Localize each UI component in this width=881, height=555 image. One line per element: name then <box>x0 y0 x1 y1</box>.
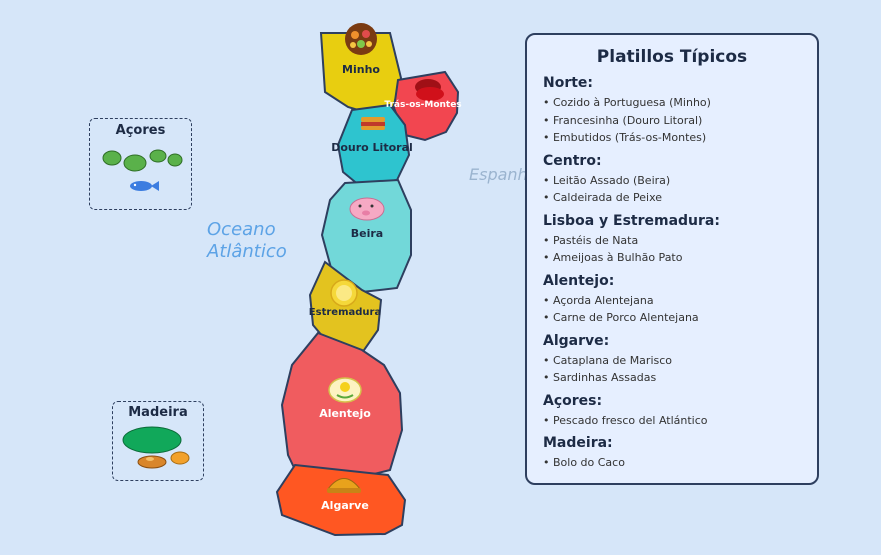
pastel-de-nata-icon <box>330 279 358 307</box>
fish-icon <box>130 181 159 191</box>
embutidos-icon <box>415 79 444 101</box>
legend-item: • Francesinha (Douro Litoral) <box>543 113 703 127</box>
legend-section-algarve: Algarve: • Cataplana de Marisco • Sardin… <box>527 333 817 387</box>
region-label-beira: Beira <box>351 227 383 240</box>
madeira-islands <box>122 426 190 465</box>
legend-section-title: Centro: <box>543 152 602 169</box>
legend-title: Platillos Típicos <box>596 47 748 67</box>
legend-item: • Pescado fresco del Atlántico <box>543 413 708 427</box>
acores-title: Açores <box>115 123 166 138</box>
madeira-box: Madeira <box>112 401 204 481</box>
legend-item: • Caldeirada de Peixe <box>543 191 663 204</box>
region-label-tras-os-montes: Trás-os-Montes <box>384 100 461 110</box>
region-label-algarve: Algarve <box>321 499 369 512</box>
region-label-minho: Minho <box>342 63 380 76</box>
legend-section-norte: Norte: • Cozido à Portuguesa (Minho) • F… <box>527 75 817 147</box>
legend-section-title: Norte: <box>543 75 594 91</box>
legend-section-acores: Açores: • Pescado fresco del Atlántico <box>527 393 817 430</box>
legend-item: • Bolo do Caco <box>543 456 625 469</box>
legend-section-title: Lisboa y Estremadura: <box>543 212 720 229</box>
legend-section-title: Madeira: <box>543 435 613 451</box>
legend-section-lisboa: Lisboa y Estremadura: • Pastéis de Nata … <box>527 213 817 267</box>
legend-item: • Ameijoas à Bulhão Pato <box>543 251 683 264</box>
region-label-alentejo: Alentejo <box>319 407 371 420</box>
legend-item: • Cozido à Portuguesa (Minho) <box>543 96 711 109</box>
bolo-do-caco-icon <box>137 455 167 469</box>
legend-item: • Pastéis de Nata <box>543 233 639 247</box>
madeira-title: Madeira <box>128 405 188 420</box>
cozido-icon <box>345 23 377 55</box>
acores-islands <box>102 149 183 172</box>
region-algarve[interactable] <box>275 463 407 537</box>
francesinha-icon <box>361 117 385 130</box>
legend-section-centro: Centro: • Leitão Assado (Beira) • Caldei… <box>527 153 817 207</box>
acores-box: Açores <box>89 118 192 210</box>
legend-item: • Sardinhas Assadas <box>543 371 657 384</box>
legend-item: • Leitão Assado (Beira) <box>543 173 671 187</box>
region-label-douro-litoral: Douro Litoral <box>331 141 413 154</box>
leitao-icon <box>349 197 385 221</box>
legend-item: • Açorda Alentejana <box>543 293 654 307</box>
legend-item: • Carne de Porco Alentejana <box>543 311 699 324</box>
legend-panel: Platillos Típicos Norte: • Cozido à Port… <box>525 33 819 485</box>
ocean-label: Oceano Atlântico <box>207 219 287 263</box>
legend-section-title: Algarve: <box>543 332 610 349</box>
legend-section-alentejo: Alentejo: • Açorda Alentejana • Carne de… <box>527 273 817 327</box>
legend-item: • Embutidos (Trás-os-Montes) <box>543 131 707 144</box>
legend-item: • Cataplana de Marisco <box>543 353 673 367</box>
region-beira[interactable] <box>320 178 412 294</box>
legend-section-title: Açores: <box>543 392 603 409</box>
spain-label: Espanha <box>469 165 538 184</box>
ocean-label-line-2: Atlântico <box>207 241 287 262</box>
region-label-estremadura: Estremadura <box>309 307 381 318</box>
legend-section-madeira: Madeira: • Bolo do Caco <box>527 435 817 472</box>
ocean-label-line-1: Oceano <box>207 219 276 240</box>
cataplana-icon <box>326 478 362 493</box>
legend-section-title: Alentejo: <box>543 272 615 289</box>
acorda-icon <box>328 377 362 403</box>
